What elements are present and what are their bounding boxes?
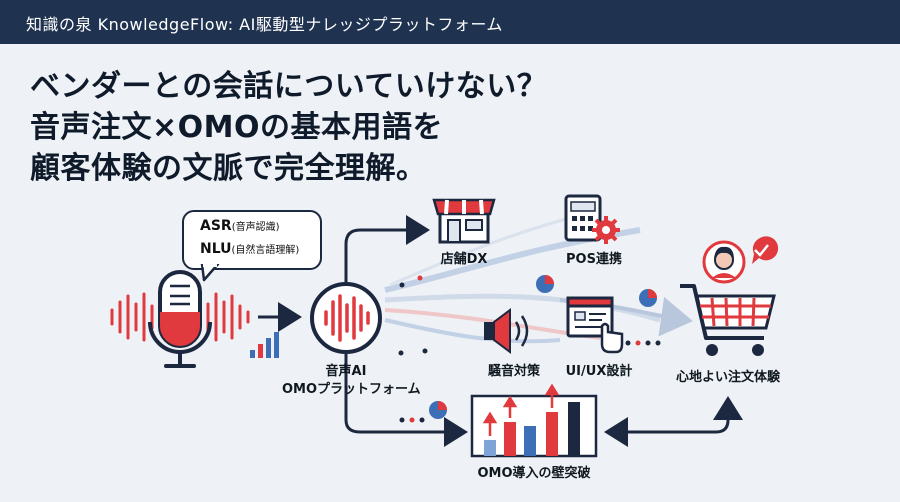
bubble-term-asr: ASR(音声認識) [200,218,280,234]
headline-line-1: ベンダーとの会話についていけない？ [30,69,548,104]
label-voice-ai: 音声AI [325,364,367,379]
nlu-note: (自然言語理解) [231,245,300,256]
store-icon [432,198,496,244]
headline-line-2: 音声注文×OMOの基本用語を [30,110,443,145]
headline-line-3: 顧客体験の文脈で完全理解。 [30,151,427,186]
label-omo-platform: OMOプラットフォーム [282,382,421,397]
dot-markers-3 [399,417,425,423]
speech-bubble-tail [200,264,220,282]
gear-icon [592,216,620,244]
speaker-icon [484,308,529,354]
label-omo-wall: OMO導入の壁突破 [477,466,591,481]
flow-streaks [384,208,693,344]
mini-bar-chart-icon [250,332,279,358]
shopping-cart-icon [680,284,776,356]
arrow-ai-to-omo [344,354,468,447]
pie-chart-icon-3 [429,401,447,419]
check-badge-icon [752,236,779,264]
speech-bubble: ASR(音声認識) NLU(自然言語理解) [182,210,322,270]
sound-wave-right [206,292,250,342]
label-customer-experience: 心地よい注文体験 [675,370,780,385]
asr-note: (音声認識) [231,222,280,233]
voice-ai-icon [310,282,382,354]
nlu-label: NLU [200,241,232,257]
dot-markers [398,275,428,356]
bubble-term-nlu: NLU(自然言語理解) [200,241,299,257]
pie-chart-icon-2 [639,289,657,307]
label-uiux: UI/UX設計 [565,364,633,379]
arrow-omo-to-cx [612,396,743,434]
label-noise: 騒音対策 [487,364,540,379]
headline: ベンダーとの会話についていけない？ 音声注文×OMOの基本用語を 顧客体験の文脈… [30,66,750,189]
microphone-icon [148,270,212,368]
omo-bar-chart-icon [470,383,598,458]
pos-terminal-icon [564,194,602,242]
arrow-ai-to-store [344,215,430,282]
dot-markers-2 [625,340,661,346]
app-title: 知識の泉 KnowledgeFlow: AI駆動型ナレッジプラットフォーム [26,15,503,34]
label-pos: POS連携 [566,252,622,267]
label-store-dx: 店舗DX [440,252,488,267]
top-bar: 知識の泉 KnowledgeFlow: AI駆動型ナレッジプラットフォーム [0,0,900,44]
customer-avatar-icon [702,240,746,284]
sound-wave-left [110,292,154,342]
pie-chart-icon [536,275,554,293]
asr-label: ASR [200,218,232,234]
pointer-hand-icon [600,322,624,354]
